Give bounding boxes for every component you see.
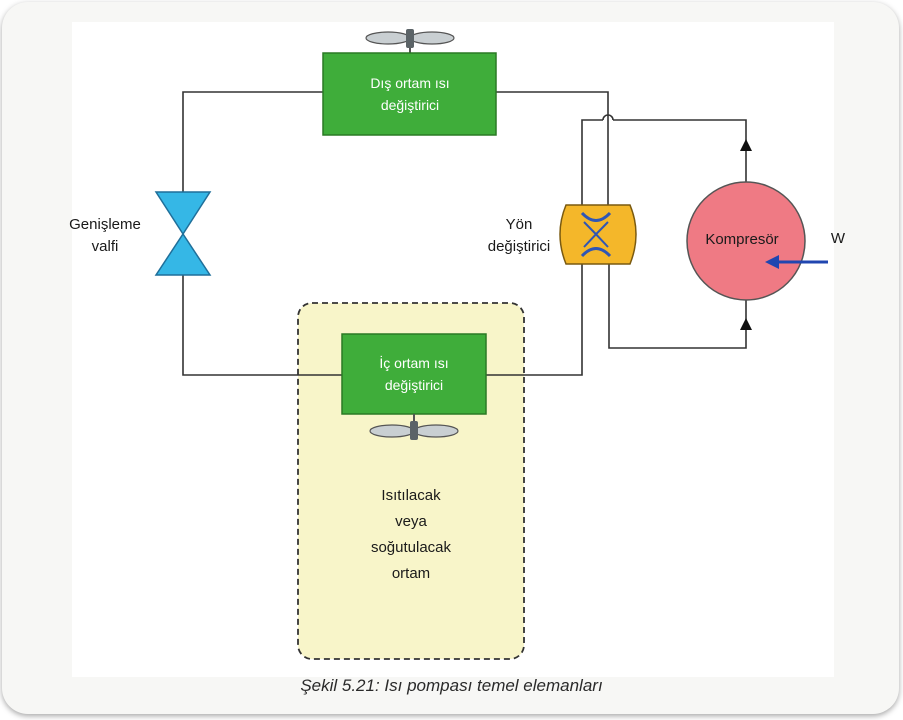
flow-arrow-top — [740, 139, 752, 151]
expansion-valve-icon — [154, 191, 212, 276]
outdoor-exchanger-label-2: değiştirici — [381, 97, 439, 113]
indoor-heat-exchanger — [341, 333, 487, 415]
indoor-exchanger-label-2: değiştirici — [385, 377, 443, 393]
reversing-valve-label-2: değiştirici — [488, 238, 551, 255]
figure-caption: Şekil 5.21: Isı pompası temel elemanları — [300, 676, 603, 695]
work-label: W — [831, 230, 846, 247]
compressor-circle — [686, 181, 806, 301]
space-label-4: ortam — [392, 565, 430, 582]
expansion-valve-label-1: Genişleme — [69, 216, 141, 233]
outdoor-fan-icon — [365, 29, 455, 53]
indoor-exchanger-label-1: İç ortam ısı — [379, 354, 448, 371]
work-input-arrow-icon — [765, 255, 828, 269]
space-label-2: veya — [395, 513, 427, 530]
expansion-valve-label-2: valfi — [92, 238, 119, 255]
reversing-valve-label-1: Yön — [506, 216, 533, 233]
reversing-valve-icon — [559, 204, 637, 265]
compressor-label: Kompresör — [705, 231, 778, 248]
flow-arrow-bottom — [740, 318, 752, 330]
outdoor-heat-exchanger — [322, 52, 497, 136]
space-label-1: Isıtılacak — [381, 487, 441, 504]
indoor-fan-icon — [369, 414, 459, 440]
space-label-3: soğutulacak — [371, 539, 452, 556]
outdoor-exchanger-label-1: Dış ortam ısı — [370, 75, 449, 91]
refrigerant-piping — [182, 91, 747, 376]
